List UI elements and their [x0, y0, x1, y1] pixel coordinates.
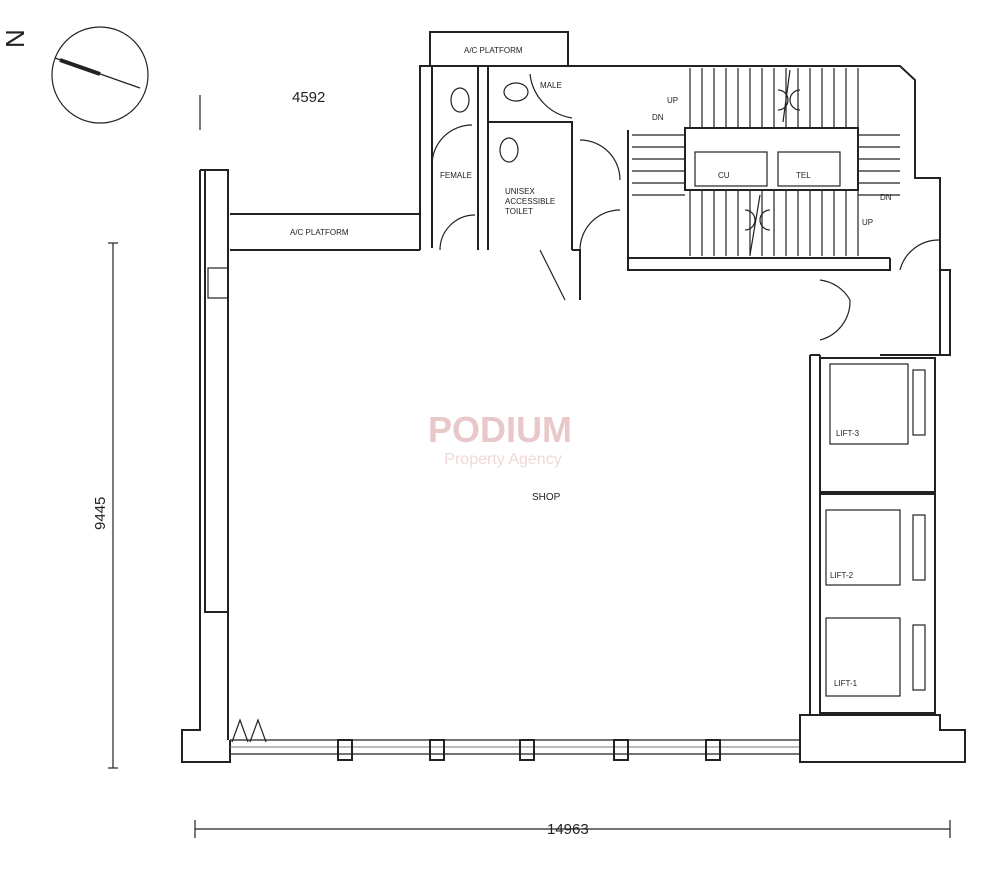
accessible-toilet-label-3: TOILET [505, 207, 533, 216]
watermark-brand: PODIUM [428, 409, 572, 450]
accessible-toilet-label-1: UNISEX [505, 187, 535, 196]
male-label: MALE [540, 81, 562, 90]
lift-3-label: LIFT-3 [836, 429, 860, 438]
ac-platform-top-label: A/C PLATFORM [464, 46, 523, 55]
lift-1-label: LIFT-1 [834, 679, 858, 688]
stair-up-top: UP [667, 96, 678, 105]
female-label: FEMALE [440, 171, 472, 180]
dimension-bottom-label: 14963 [547, 821, 589, 838]
stair-dn-left: DN [652, 113, 664, 122]
core-left-label: CU [718, 171, 730, 180]
stair-core [627, 65, 951, 356]
dimension-top-label: 4592 [292, 89, 325, 106]
dimension-top: 4592 [199, 89, 325, 130]
watermark-tagline: Property Agency [444, 451, 561, 468]
stair-dn-right: DN [880, 193, 892, 202]
core-right-label: TEL [796, 171, 811, 180]
lift-shafts [819, 357, 936, 714]
dimension-left-label: 9445 [92, 497, 109, 530]
lift-2-label: LIFT-2 [830, 571, 854, 580]
ac-platform-left-label: A/C PLATFORM [290, 228, 349, 237]
toilet-block [419, 31, 680, 301]
north-compass: N [0, 26, 149, 124]
shop-label: SHOP [532, 492, 561, 503]
watermark: PODIUM Property Agency [428, 409, 572, 468]
dimension-left: 9445 [92, 242, 118, 769]
dimension-bottom: 14963 [194, 820, 951, 838]
stair-up-bottom: UP [862, 218, 873, 227]
north-label: N [0, 29, 30, 48]
accessible-toilet-label-2: ACCESSIBLE [505, 197, 555, 206]
